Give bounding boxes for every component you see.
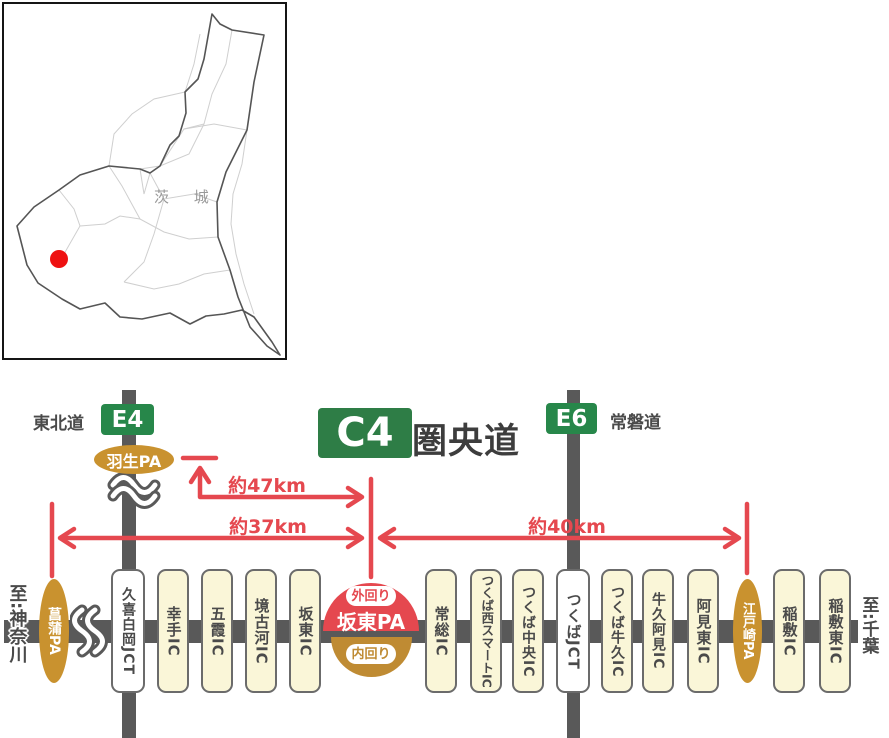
- inner-loop-badge: 内回り: [346, 644, 396, 664]
- distance-47km: 約47km: [228, 475, 306, 497]
- distance-37km: 約37km: [229, 516, 307, 538]
- station-inashiki-ic: 稲敷IC: [773, 569, 805, 693]
- outer-loop-badge: 外回り: [346, 586, 396, 606]
- station-joso-ic: 常総IC: [425, 569, 457, 693]
- arrowhead-right: [345, 485, 365, 509]
- arrowhead-left: [377, 526, 397, 550]
- ibaraki-inset-map: 茨 城: [2, 2, 287, 360]
- ibaraki-outline-svg: 茨 城: [16, 13, 281, 356]
- e4-route-shield: E4: [101, 404, 154, 435]
- municipal-borders: [58, 29, 255, 315]
- prefecture-outline: [16, 13, 281, 356]
- station-sakaikoga-ic: 境古河IC: [245, 569, 277, 693]
- e6-route-shield: E6: [546, 403, 597, 434]
- prefecture-label: 茨 城: [154, 188, 219, 206]
- station-bando-ic: 坂東IC: [289, 569, 321, 693]
- shobu-pa-badge: 菖蒲PA: [39, 579, 69, 683]
- station-goka-ic: 五霞IC: [201, 569, 233, 693]
- road-break-icon: [70, 604, 108, 658]
- station-tsukuba-chuo-ic: つくば中央IC: [512, 569, 544, 693]
- station-tsukuba-ushiku-ic: つくば牛久IC: [601, 569, 633, 693]
- location-marker-dot: [50, 250, 68, 268]
- to-chiba-label: 至:千葉: [858, 596, 879, 654]
- station-inashiki-higashi-ic: 稲敷東IC: [819, 569, 851, 693]
- station-satte-ic: 幸手IC: [157, 569, 189, 693]
- joban-expressway-label: 常磐道: [610, 413, 661, 433]
- arrowhead-right: [345, 526, 365, 550]
- c4-route-shield: C4: [318, 408, 412, 458]
- station-kukishiraoka-jct: 久喜白岡JCT: [111, 569, 145, 693]
- tohoku-expressway-label: 東北道: [33, 414, 84, 434]
- arrowhead-left: [57, 526, 77, 550]
- station-amihigashi-ic: 阿見東IC: [687, 569, 719, 693]
- arrowhead-right: [722, 526, 742, 550]
- to-kanagawa-label: 至:神奈川: [6, 584, 28, 664]
- edosaki-pa-badge: 江戸崎PA: [733, 579, 762, 683]
- kenodo-title: 圏央道: [412, 422, 521, 462]
- hanyu-pa-badge: 羽生PA: [94, 445, 174, 474]
- station-ushiku-ami-ic: 牛久阿見IC: [642, 569, 674, 693]
- distance-40km: 約40km: [528, 516, 606, 538]
- arrowhead-up: [188, 465, 212, 485]
- bando-pa-name: 坂東PA: [336, 610, 406, 634]
- station-tsukuba-jct: つくばJCT: [556, 569, 590, 693]
- road-break-icon: [107, 473, 161, 509]
- station-tsukubanishi-smart-ic: つくば西スマートIC: [470, 569, 502, 693]
